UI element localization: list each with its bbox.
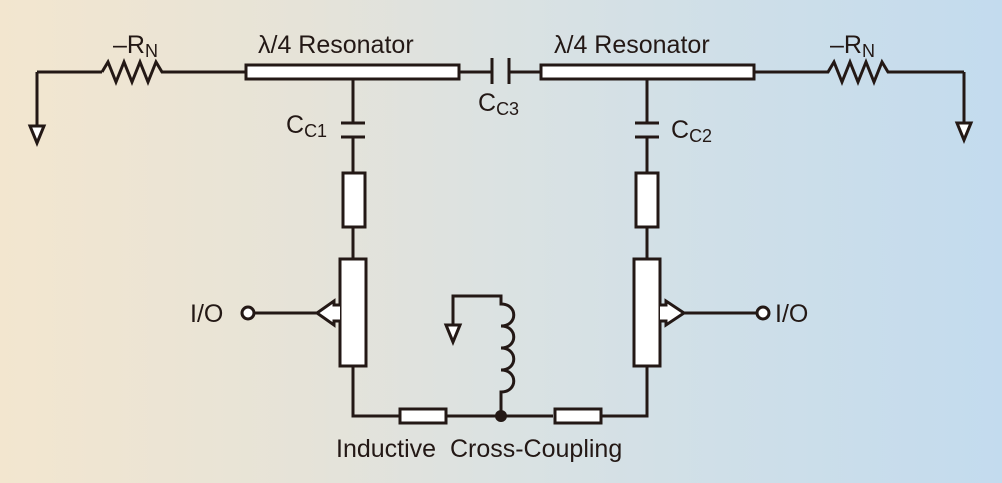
label-cc3: CC3 (478, 89, 519, 119)
inductor (451, 294, 516, 416)
label-resonator-left: λ/4 Resonator (258, 31, 414, 59)
label-io-right: I/O (775, 300, 808, 328)
ground-right (954, 72, 974, 144)
label-rn-right: –RN (830, 31, 875, 61)
io-terminal-left[interactable] (240, 305, 256, 321)
label-coupling: Inductive Cross-Coupling (336, 435, 622, 463)
capacitor-cc3 (490, 58, 511, 84)
resistor-left (341, 171, 367, 229)
negative-resistor-left (100, 57, 246, 87)
tapped-line-left (338, 257, 368, 368)
label-cc1: CC1 (286, 111, 327, 141)
resonator-right (539, 63, 756, 81)
label-io-left: I/O (190, 300, 223, 328)
coupling-resistor-left (398, 407, 448, 425)
ground-inductor (443, 323, 463, 346)
tapped-line-right (632, 257, 662, 368)
resonator-left (244, 63, 461, 81)
coupling-resistor-right (553, 407, 603, 425)
resistor-right (634, 171, 660, 229)
wire-bottom-right (601, 366, 649, 418)
negative-resistor-right (754, 57, 964, 87)
wire-bottom-left (351, 366, 400, 418)
junction-node (495, 410, 507, 422)
ground-left (27, 72, 47, 147)
tap-arrow-right (660, 298, 687, 328)
label-resonator-right: λ/4 Resonator (554, 31, 710, 59)
capacitor-cc1 (341, 121, 365, 139)
tap-arrow-left (314, 298, 340, 328)
capacitor-cc2 (635, 121, 659, 139)
io-terminal-right[interactable] (755, 305, 771, 321)
label-rn-left: –RN (113, 31, 158, 61)
label-cc2: CC2 (671, 116, 712, 146)
